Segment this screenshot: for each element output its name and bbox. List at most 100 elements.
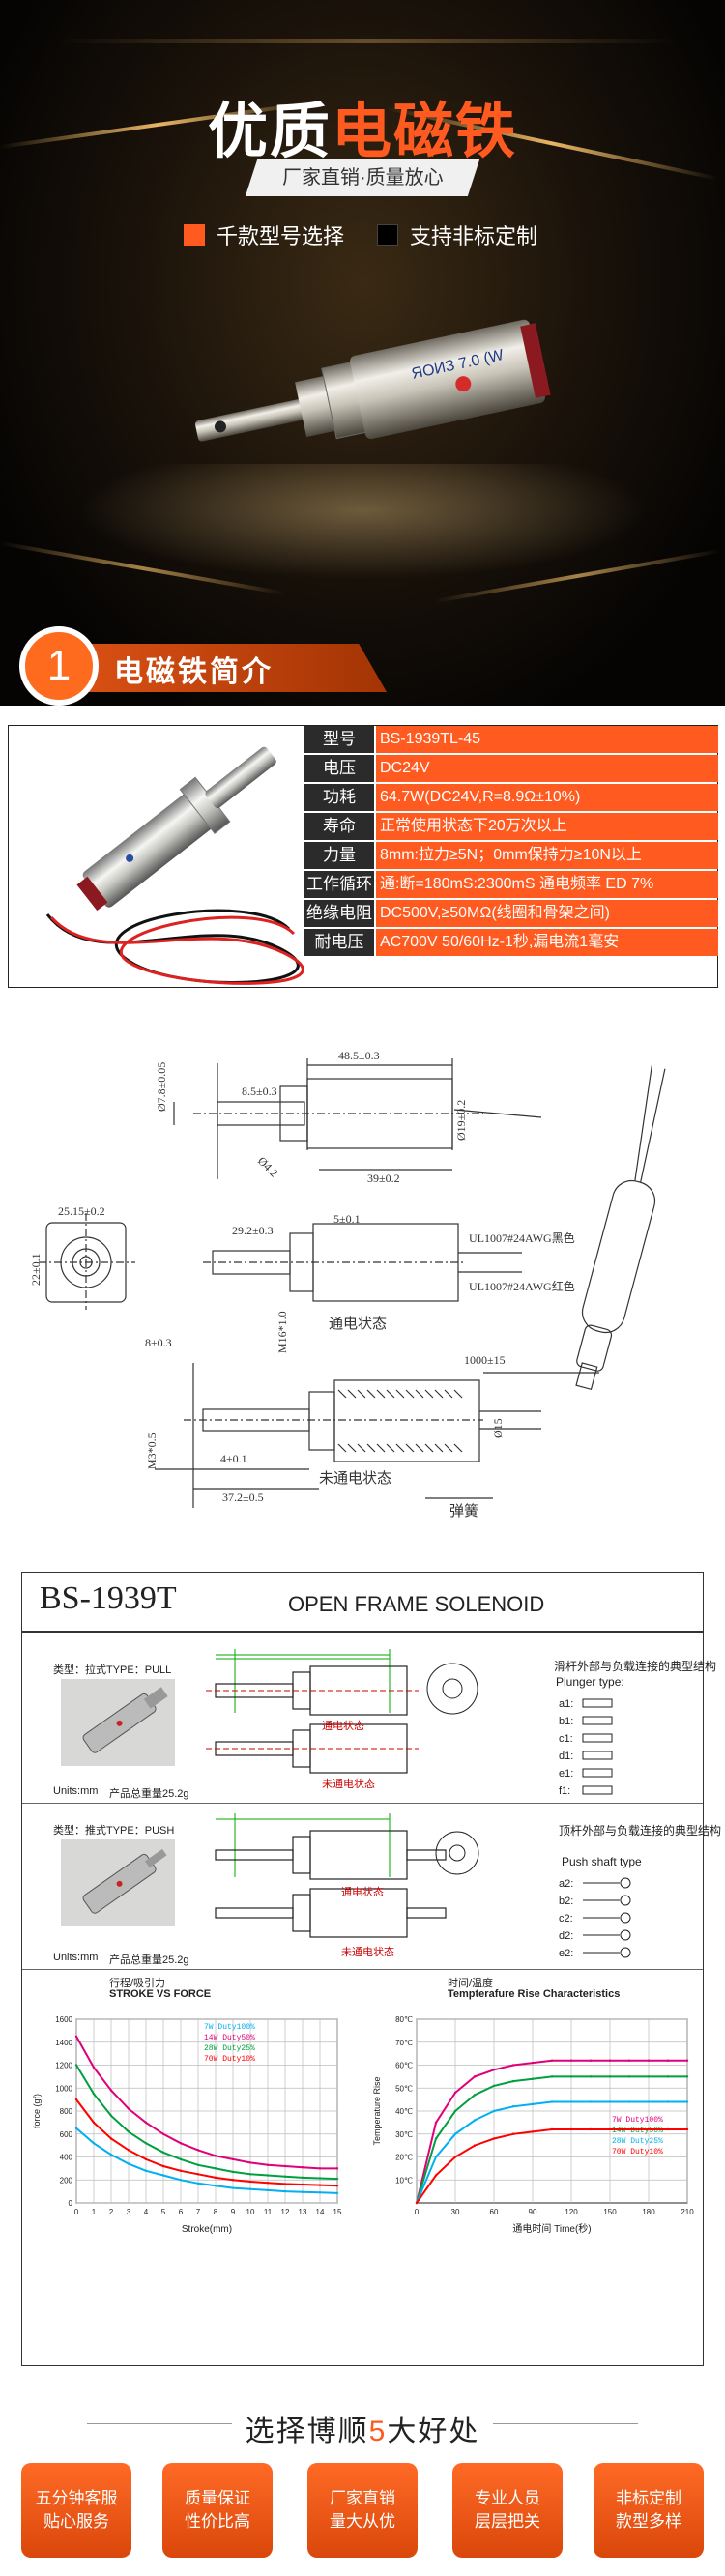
data-point [179, 2142, 183, 2145]
orange-square-icon [184, 224, 205, 246]
series-line [75, 2098, 338, 2187]
spec-row: 功耗 64.7W(DC24V,R=8.9Ω±10%) [304, 784, 718, 813]
y-tick-label: 0 [69, 2199, 73, 2208]
push-drawing [215, 1813, 479, 1938]
spec-row: 力量 8mm:拉力≥5N；0mm保持力≥10N以上 [304, 842, 718, 871]
dim-label: 39±0.2 [367, 1172, 400, 1185]
hero-title: 优质电磁铁 [0, 82, 725, 169]
x-axis-label: Stroke(mm) [182, 2224, 232, 2235]
dim-label: 8±0.3 [145, 1336, 172, 1349]
data-point [196, 2163, 200, 2167]
data-point [550, 2127, 554, 2131]
spec-table: 型号 BS-1939TL-45 电压 DC24V 功耗 64.7W(DC24V,… [8, 725, 718, 988]
data-point [434, 2174, 438, 2177]
advantage-line2: 款型多样 [616, 2512, 682, 2531]
data-point [283, 2189, 287, 2193]
x-tick-label: 30 [451, 2208, 460, 2216]
data-point [109, 2153, 113, 2156]
y-tick-label: 60℃ [395, 2062, 413, 2070]
dim-label: Ø7.8±0.05 [155, 1061, 168, 1112]
advantages-title-num: 5 [368, 2416, 388, 2447]
data-point [335, 2177, 339, 2181]
dim-label: UL1007#24AWG红色 [469, 1280, 575, 1293]
pull-state-off: 未通电状态 [322, 1779, 375, 1790]
advantages-title-post: 大好处 [387, 2416, 480, 2447]
data-point [92, 2142, 96, 2145]
y-tick-label: 70℃ [395, 2039, 413, 2047]
x-tick-label: 4 [144, 2208, 149, 2216]
hero-subtitle-text: 厂家直销·质量放心 [281, 167, 444, 188]
data-point [666, 2127, 670, 2131]
dim-label: 5±0.1 [334, 1212, 361, 1226]
data-point [492, 2069, 496, 2071]
push-units: Units:mm [53, 1952, 99, 1963]
feature-2: 支持非标定制 [377, 220, 537, 249]
data-point [453, 2132, 457, 2135]
data-point [248, 2180, 252, 2184]
spec-key: 型号 [304, 726, 374, 753]
data-point [283, 2183, 287, 2185]
dim-label: 1000±15 [464, 1353, 506, 1367]
data-point [231, 2170, 235, 2174]
feature-1-label: 千款型号选择 [217, 224, 345, 248]
data-point [179, 2179, 183, 2182]
x-tick-label: 8 [214, 2208, 218, 2216]
x-tick-label: 3 [127, 2208, 131, 2216]
advantage-card: 非标定制 款型多样 [594, 2463, 704, 2558]
advantage-line2: 层层把关 [475, 2512, 540, 2531]
advantages-title: 选择博顺5大好处 [0, 2407, 725, 2449]
push-state-on: 通电状态 [341, 1887, 384, 1898]
advantage-line1: 专业人员 [475, 2489, 540, 2507]
advantage-line1: 厂家直销 [330, 2489, 395, 2507]
x-tick-label: 13 [299, 2208, 307, 2216]
data-point [161, 2174, 165, 2177]
spec-key: 绝缘电阻 [304, 900, 374, 927]
series-line [75, 2127, 338, 2194]
data-point [666, 2100, 670, 2103]
x-tick-label: 120 [565, 2208, 578, 2216]
advantage-card: 五分钟客服 贴心服务 [21, 2463, 131, 2558]
hero-banner: 优质电磁铁 厂家直销·质量放心 千款型号选择 支持非标定制 ЯОИЗ 7.0 (… [0, 0, 725, 706]
y-tick-label: 20℃ [395, 2154, 413, 2162]
plunger-code: b1: [559, 1716, 574, 1727]
y-tick-label: 600 [60, 2130, 73, 2139]
push-weight: 产品总重量25.2g [109, 1954, 189, 1966]
advantage-card: 专业人员 层层把关 [452, 2463, 563, 2558]
plunger-shapes [582, 1698, 613, 1795]
divider [22, 1969, 703, 1970]
x-tick-label: 15 [334, 2208, 342, 2216]
legend-entry: 70W Duty10% [612, 2148, 663, 2156]
data-point [283, 2164, 287, 2168]
data-point [627, 2075, 631, 2078]
data-point [248, 2173, 252, 2176]
data-point [511, 2132, 515, 2135]
spec-key: 寿命 [304, 813, 374, 840]
spec-row: 电压 DC24V [304, 755, 718, 784]
data-point [301, 2190, 304, 2193]
data-point [318, 2184, 322, 2186]
data-point [214, 2176, 218, 2180]
chart1-title: 行程/吸引力 [109, 1978, 166, 1989]
data-point [434, 2156, 438, 2158]
data-point [647, 2100, 651, 2103]
plunger-code: a1: [559, 1698, 574, 1710]
x-tick-label: 0 [415, 2208, 420, 2216]
advantage-card: 质量保证 性价比高 [162, 2463, 273, 2558]
push-title-cn: 顶杆外部与负载连接的典型结构 [559, 1824, 722, 1838]
spec-key: 电压 [304, 755, 374, 782]
data-point [318, 2167, 322, 2170]
spec-value: BS-1939TL-45 [376, 726, 718, 753]
section-title: 电磁铁简介 [114, 656, 274, 688]
data-point [248, 2161, 252, 2164]
push-code: e2: [559, 1948, 574, 1959]
data-point [161, 2164, 165, 2168]
legend-entry: 14W Duty50% [204, 2034, 255, 2042]
push-code: b2: [559, 1896, 574, 1907]
y-tick-label: 1000 [55, 2084, 72, 2093]
x-tick-label: 7 [196, 2208, 201, 2216]
chart2-subtitle: Tempterafure Rise Characteristics [448, 1988, 621, 2000]
data-point [473, 2119, 477, 2122]
data-point [511, 2079, 515, 2083]
data-point [531, 2061, 535, 2065]
hero-subtitle: 厂家直销·质量放心 [245, 159, 480, 196]
